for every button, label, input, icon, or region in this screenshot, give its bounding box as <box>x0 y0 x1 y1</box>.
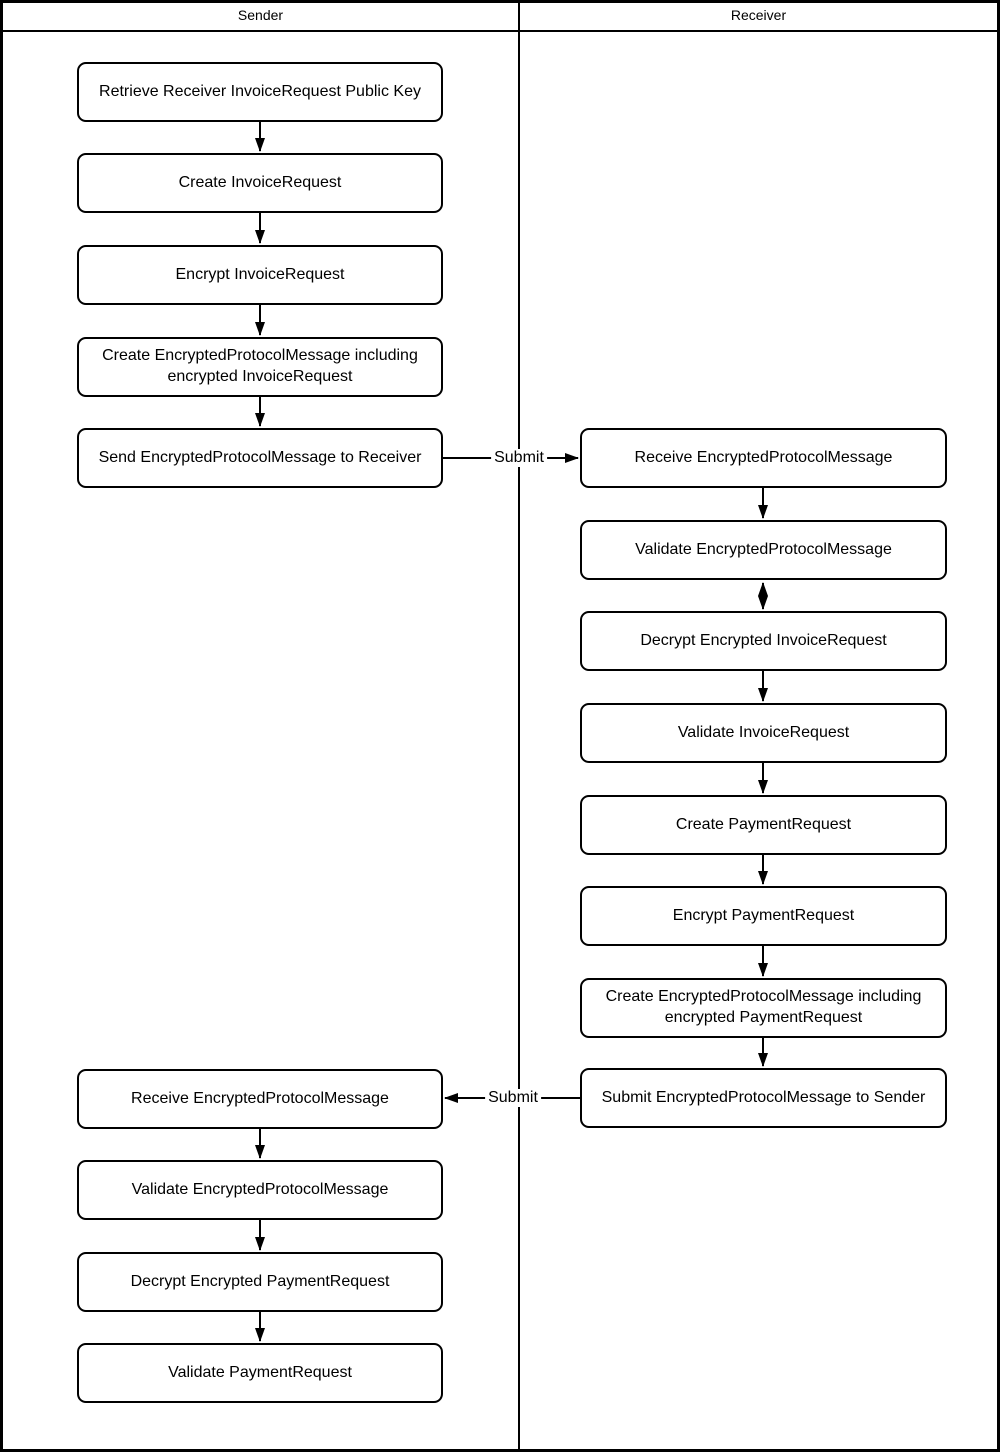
node-decrypt-encrypted-paymentrequest: Decrypt Encrypted PaymentRequest <box>77 1252 443 1312</box>
edge-label-submit-to-sender: Submit <box>485 1089 541 1107</box>
node-create-invoicerequest: Create InvoiceRequest <box>77 153 443 213</box>
node-sender-receive-encryptedprotocolmessage: Receive EncryptedProtocolMessage <box>77 1069 443 1129</box>
node-submit-encryptedprotocolmessage-to-sender: Submit EncryptedProtocolMessage to Sende… <box>580 1068 947 1128</box>
node-create-paymentrequest: Create PaymentRequest <box>580 795 947 855</box>
node-sender-validate-encryptedprotocolmessage: Validate EncryptedProtocolMessage <box>77 1160 443 1220</box>
lane-header-receiver: Receiver <box>730 7 787 23</box>
node-receiver-validate-encryptedprotocolmessage: Validate EncryptedProtocolMessage <box>580 520 947 580</box>
node-send-encryptedprotocolmessage-to-receiver: Send EncryptedProtocolMessage to Receive… <box>77 428 443 488</box>
node-create-encryptedprotocolmessage-invoicerequest: Create EncryptedProtocolMessage includin… <box>77 337 443 397</box>
node-encrypt-paymentrequest: Encrypt PaymentRequest <box>580 886 947 946</box>
node-retrieve-receiver-invoicerequest-public-key: Retrieve Receiver InvoiceRequest Public … <box>77 62 443 122</box>
node-decrypt-encrypted-invoicerequest: Decrypt Encrypted InvoiceRequest <box>580 611 947 671</box>
node-validate-invoicerequest: Validate InvoiceRequest <box>580 703 947 763</box>
edge-label-submit-to-receiver: Submit <box>491 449 547 467</box>
node-encrypt-invoicerequest: Encrypt InvoiceRequest <box>77 245 443 305</box>
node-receiver-receive-encryptedprotocolmessage: Receive EncryptedProtocolMessage <box>580 428 947 488</box>
node-validate-paymentrequest: Validate PaymentRequest <box>77 1343 443 1403</box>
lane-header-sender: Sender <box>237 7 284 23</box>
node-create-encryptedprotocolmessage-paymentrequest: Create EncryptedProtocolMessage includin… <box>580 978 947 1038</box>
